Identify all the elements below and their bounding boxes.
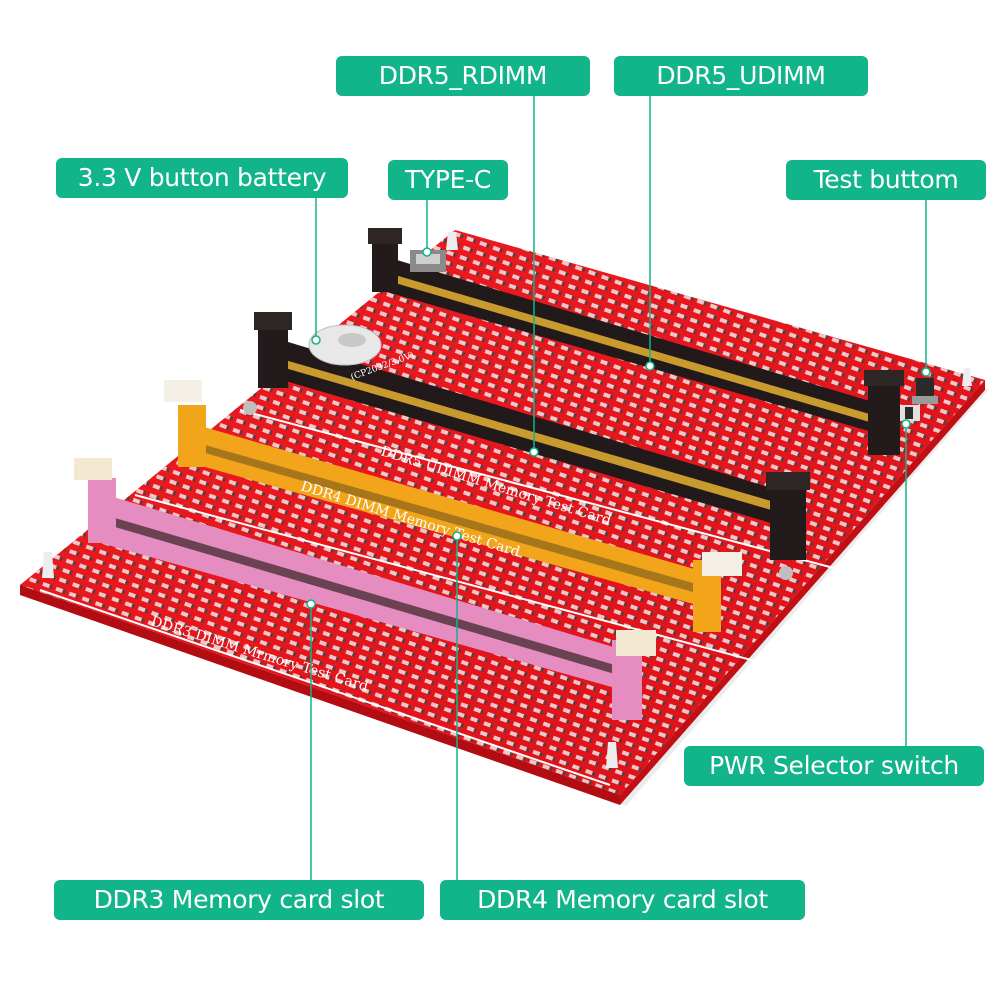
ddr3-slot bbox=[74, 458, 656, 720]
callout-battery: 3.3 V button battery bbox=[56, 158, 348, 198]
ddr5-rdimm-slot bbox=[254, 312, 810, 560]
callout-test-button: Test buttom bbox=[786, 160, 986, 200]
callout-ddr4-slot: DDR4 Memory card slot bbox=[440, 880, 805, 920]
test-button-component bbox=[912, 378, 938, 404]
callout-ddr5-udimm: DDR5_UDIMM bbox=[614, 56, 868, 96]
callout-ddr5-rdimm: DDR5_RDIMM bbox=[336, 56, 590, 96]
callout-pwr-selector: PWR Selector switch bbox=[684, 746, 984, 786]
leader-anchors bbox=[306, 247, 931, 609]
pwr-selector-component bbox=[900, 405, 920, 421]
ddr4-slot bbox=[164, 380, 742, 632]
ddr5-udimm-slot bbox=[368, 228, 904, 455]
callout-ddr3-slot: DDR3 Memory card slot bbox=[54, 880, 424, 920]
callout-type-c: TYPE-C bbox=[388, 160, 508, 200]
standoffs bbox=[42, 232, 972, 768]
battery-holder bbox=[308, 324, 382, 366]
type-c-connector bbox=[410, 250, 446, 272]
leader-lines bbox=[310, 96, 927, 880]
